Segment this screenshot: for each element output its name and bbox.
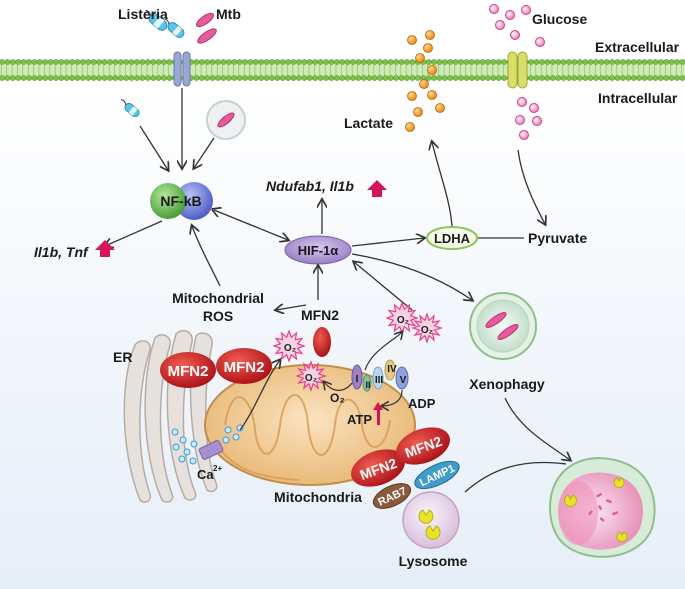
lamp1-node [414, 460, 460, 490]
lysosome [402, 491, 460, 549]
mito-ros-label-2: ROS [203, 308, 233, 324]
glucose-to-pyruvate-arrow [517, 149, 545, 224]
intracellular-label: Intracellular [598, 90, 678, 106]
extracellular-label: Extracellular [595, 39, 680, 55]
il1b-tnf-up-icon [95, 240, 115, 257]
mtb-label: Mtb [216, 6, 241, 22]
xenophagy-label: Xenophagy [469, 376, 545, 392]
o2-mid-label: O₂ [305, 373, 317, 384]
o2-text-label: O₂ [330, 391, 345, 405]
mfn2-er-b-label: MFN2 [224, 359, 265, 376]
calcium-label: Ca [197, 467, 214, 482]
o2-to-hif-arrow [354, 262, 413, 311]
complex-ii-label: II [365, 380, 370, 390]
mtb-bacteria-icon [195, 12, 217, 44]
ndufab1-label: Ndufab1, Il1b [266, 178, 354, 194]
nfkb-to-cytokines-arrow [105, 220, 163, 246]
listeria-bacteria-icon [121, 9, 185, 118]
ros-to-nfkb-arrow [192, 226, 221, 287]
complex-iii-label: III [375, 375, 384, 386]
xenophagy-to-autolysosome-arrow [504, 397, 570, 460]
pyruvate-label: Pyruvate [528, 230, 587, 246]
calcium-superscript: 2+ [213, 464, 222, 473]
il1b-tnf-label: Il1b, Tnf [34, 244, 89, 260]
ndufab1-up-icon [367, 180, 387, 197]
atp-label: ATP [347, 412, 372, 427]
rab7-node [372, 483, 412, 509]
ldha-to-lactate-arrow [432, 142, 453, 227]
hif1a-label: HIF-1α [298, 243, 339, 258]
nfkb-label: NF-kB [160, 193, 201, 209]
atp-up-tip-icon [373, 402, 383, 410]
xenophagy-autophagosome [469, 292, 537, 360]
complex-i-label: I [356, 374, 359, 385]
mitochondria-label: Mitochondria [274, 489, 362, 505]
phagosome-mtb-icon [206, 100, 246, 140]
complex-iv-label: IV [387, 364, 397, 375]
lysosome-to-autolysosome-arrow [464, 461, 567, 493]
nfkb-hif-arrow [214, 210, 288, 240]
ros-starbursts [272, 301, 443, 392]
calcium-ions [171, 424, 244, 465]
ldha-node [426, 226, 478, 250]
mfn2-lysosome-pair [351, 427, 450, 487]
autolysosome [548, 457, 656, 558]
glucose-label: Glucose [532, 11, 587, 27]
nfkb-complex [150, 182, 213, 220]
glucose-molecules [489, 4, 545, 140]
lactate-label: Lactate [344, 115, 393, 131]
ldha-label: LDHA [434, 231, 471, 246]
mfn2-er-a-label: MFN2 [168, 363, 209, 380]
cell-membrane [0, 59, 685, 81]
mfn2-to-ros-arrow [276, 305, 307, 310]
lactate-molecules [405, 30, 445, 132]
er-label: ER [113, 349, 132, 365]
mito-ros-label-1: Mitochondrial [172, 290, 264, 306]
mfn2-small-icon [313, 327, 331, 357]
complex-v-label: V [400, 375, 407, 386]
mfn2-er-pair [160, 348, 272, 388]
lysosome-label: Lysosome [399, 553, 468, 569]
glucose-transporter [507, 51, 528, 89]
listeria-label: Listeria [118, 6, 168, 22]
electron-transport-chain [351, 359, 409, 392]
o2-right-b-label: O₂ [421, 325, 433, 336]
etc-to-ros-arrow [324, 382, 353, 391]
pathogen-to-nfkb-arrows [139, 88, 215, 170]
hif-to-ldha-arrow [351, 238, 424, 247]
etc-to-o2-arrow [364, 332, 402, 371]
adp-to-atp-arrow [382, 389, 403, 406]
atp-up-bar-icon [377, 407, 380, 425]
o2-right-a-label: O₂ [397, 315, 409, 326]
adp-label: ADP [408, 396, 436, 411]
membrane-receptor [173, 51, 191, 87]
o2-left-label: O₂ [284, 343, 296, 354]
calcium-channel [198, 440, 224, 460]
ca-to-ros-arrow [239, 360, 280, 431]
mfn2-top-label: MFN2 [301, 307, 339, 323]
hif-to-xenophagy-arrow [351, 253, 472, 300]
